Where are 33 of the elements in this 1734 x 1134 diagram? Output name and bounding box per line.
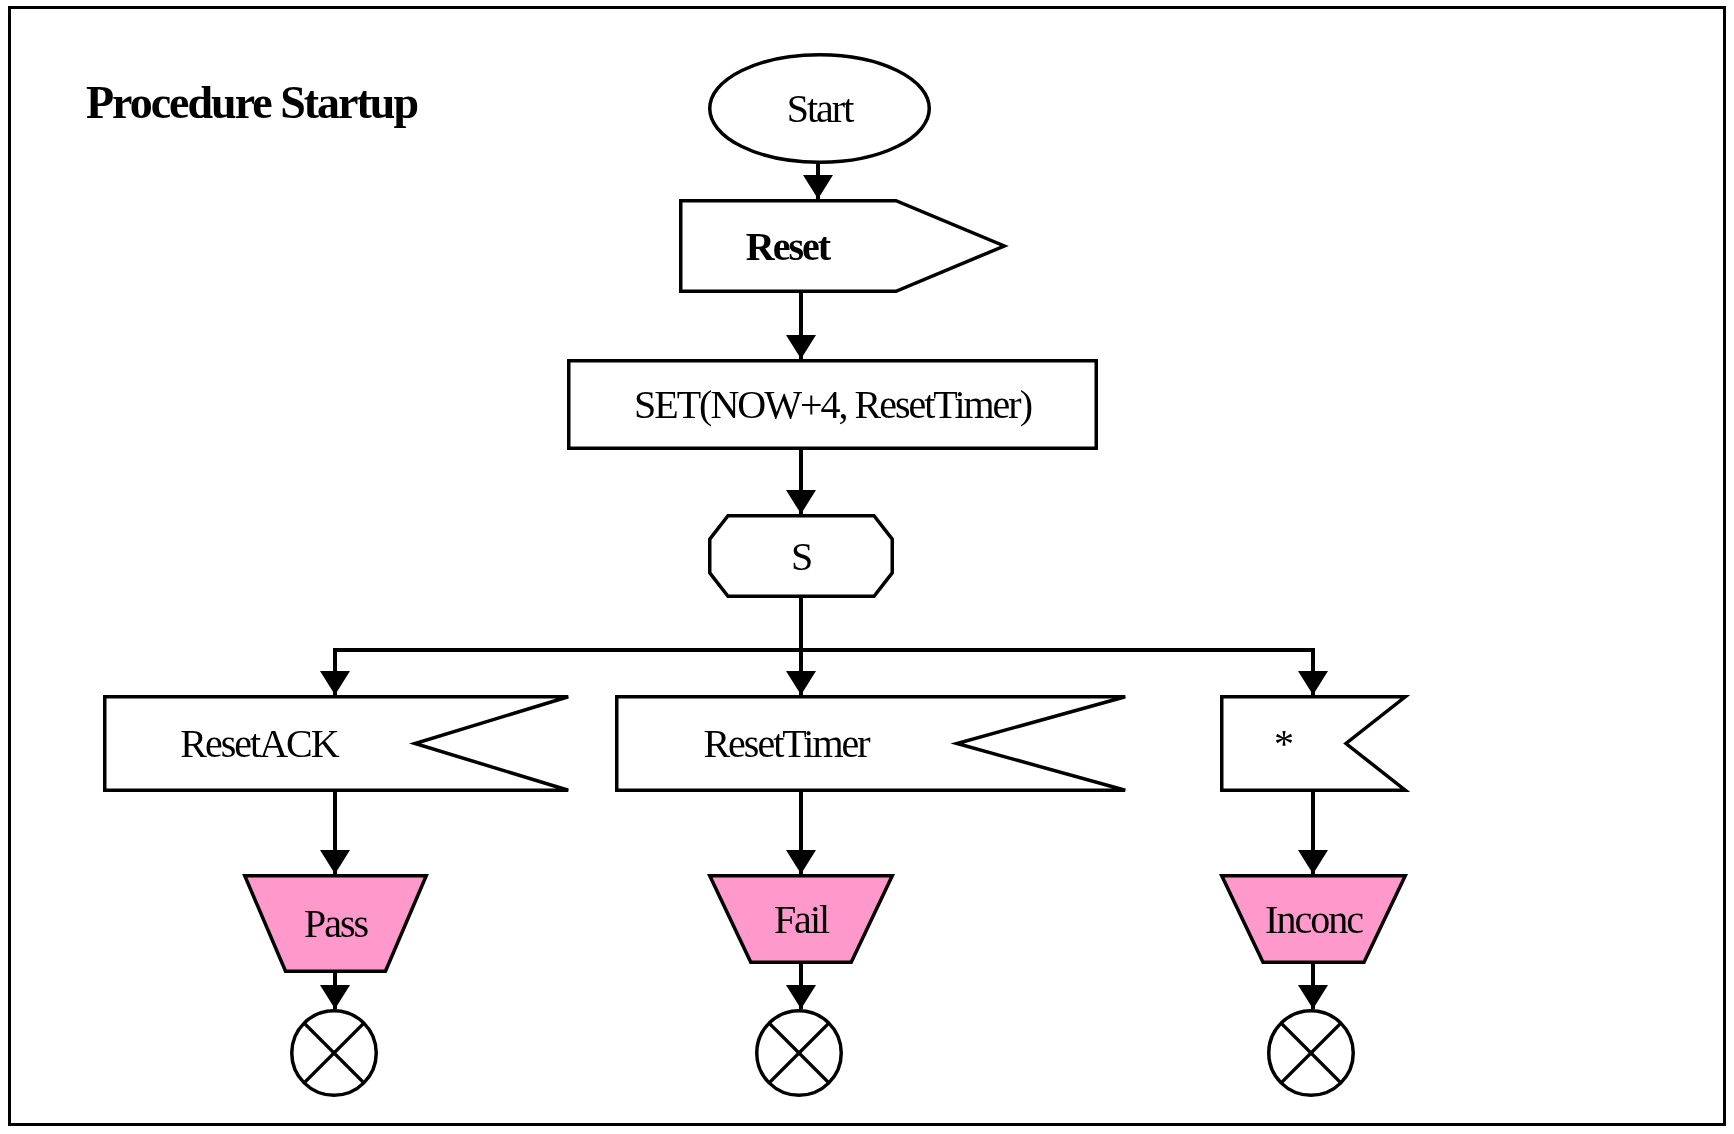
- receive-signal-box: [615, 695, 1127, 792]
- node-label: ResetACK: [180, 720, 338, 767]
- task-box: [567, 359, 1098, 450]
- stop-symbol: [1267, 1009, 1355, 1097]
- arrow: [803, 164, 833, 199]
- arrow: [320, 792, 350, 874]
- arrow: [1298, 792, 1328, 874]
- receive-signal-box: [103, 695, 570, 792]
- stop-symbol: [755, 1009, 843, 1097]
- node-label: Fail: [773, 895, 829, 943]
- node-label: Reset: [745, 222, 830, 270]
- node-label: Start: [786, 85, 853, 132]
- node-label: Inconc: [1265, 895, 1362, 943]
- arrow: [786, 293, 816, 359]
- arrow: [786, 964, 816, 1009]
- state-box: [708, 514, 894, 598]
- send-signal-box: [679, 199, 1006, 293]
- node-label: ResetTimer: [703, 720, 869, 767]
- verdict-trapezoid: [243, 874, 428, 973]
- node-label: Pass: [303, 900, 368, 947]
- stop-symbol: [290, 1009, 378, 1097]
- arrow: [786, 450, 816, 514]
- verdict-trapezoid: [708, 874, 894, 964]
- receive-signal-box: [1220, 695, 1407, 792]
- start-ellipse: [708, 53, 931, 164]
- verdict-trapezoid: [1220, 874, 1407, 964]
- arrow: [320, 973, 350, 1009]
- node-label: SET(NOW+4, ResetTimer): [633, 381, 1031, 428]
- node-label: S: [790, 532, 812, 580]
- arrow: [786, 792, 816, 874]
- arrow: [1298, 964, 1328, 1009]
- diagram-title: Procedure Startup: [86, 76, 417, 129]
- node-label: *: [1274, 720, 1292, 767]
